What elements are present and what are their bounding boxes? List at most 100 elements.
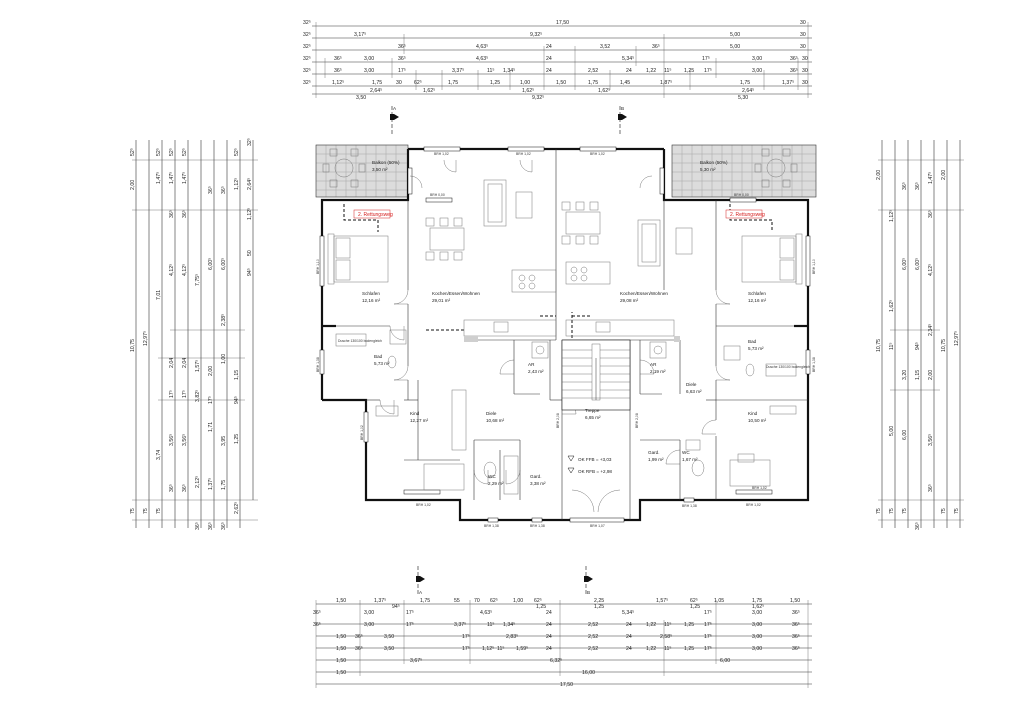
room-labels: Balkon (50%) 3,50 m² Balkon (50%) 5,30 m… [338,160,810,486]
brh-top-1: BRH 1,02 [516,152,531,156]
dim-bot-r5-15: 36⁵ [792,646,800,652]
dim-bot-r4-1: 36⁵ [355,634,363,640]
dim-top-r4-5: 24 [546,56,552,62]
dim-right-c2-4: 75 [889,508,895,514]
room-area-schlafen-left: 12,16 m² [362,298,381,303]
room-name-ar-left: AR [528,362,535,367]
dim-left-c5-5: 17⁵ [182,390,188,398]
dim-top-r6-13: 1,37⁵ [782,80,794,86]
room-area-gard-left: 3,38 m² [530,481,546,486]
dim-bot-r5-7: 24 [546,646,552,652]
window-labels: BRH 1,02 BRH 1,02 BRH 1,02 BRH 1,02 BRH … [316,152,816,528]
brh-bottom-3: BRH 1,07 [590,524,605,528]
dim-top-r3-0: 32⁵ [303,44,311,50]
dim-bot-r4-5: 24 [546,634,552,640]
dim-bot-r1-4: 70 [474,598,480,604]
level-marker-ffb: OK FFB = +3,03 [567,455,612,462]
dim-top-r5-6: 1,34⁵ [503,68,515,74]
dim-bot-r4-0: 1,50 [336,634,346,640]
right-dimension-chains: 2,00 10,75 75 1,12⁵ 1,62⁵ 11⁵ 5,00 75 36… [876,140,964,530]
dim-right-c2-3: 5,00 [889,426,895,436]
balcony-table-right [754,148,798,188]
dim-top-r2-3: 5,00 [730,32,740,38]
dim-top-r3-5: 36⁵ [652,44,660,50]
dim-bot-r5-14: 3,00 [752,646,762,652]
dim-right-c2-1: 1,62⁵ [889,300,895,312]
dim-top-r5-12: 1,25 [684,68,694,74]
dim-left-c4-2: 36⁵ [169,210,175,218]
dim-top-r1-0: 32⁵ [303,20,311,26]
dim-top-r4-7: 17⁵ [702,56,710,62]
dim-bot-r1-5: 62⁵ [490,598,498,604]
brh-side-0: BRH 1,10 [316,259,320,274]
room-area-bad-right: 5,73 m² [748,346,764,351]
dim-top-r3-4: 3,52 [600,44,610,50]
room-name-bad-right: Bad [748,339,757,344]
room-name-treppe: Treppe [585,408,600,413]
dim-bot-r4-9: 17⁵ [704,634,712,640]
dim-bot-r2-2: 17⁵ [406,610,414,616]
dim-top-r6-0: 32⁵ [303,80,311,86]
note-dusche-right: Dusche 130/100 bodengleich [766,365,810,369]
dim-bot-r1-9: 1,57⁵ [656,598,668,604]
dim-top-r5-14: 3,00 [752,68,762,74]
room-name-wc-left: WC [488,474,496,479]
dim-bot-r3-3: 3,37⁵ [454,622,466,628]
brh-balkon-0: BRH 0,00 [430,193,445,197]
dim-right-c4-2: 94⁵ [915,342,921,350]
dim-bot-r3-7: 2,52 [588,622,598,628]
dim-top-r2-1: 3,17⁵ [354,32,366,38]
dim-bot-r1-10: 62⁵ [690,598,698,604]
dim-top-r4-3: 36⁵ [398,56,406,62]
dim-top-r6b-3: 1,62⁵ [598,88,610,94]
note-rfb: OK RFB = +2,98 [578,469,612,474]
dim-right-c1-2: 75 [876,508,882,514]
room-name-gard-right: Gard. [648,450,660,455]
brh-bottom-2: BRH 1,38 [530,524,545,528]
dim-bot-r5-13: 17⁵ [704,646,712,652]
room-name-kind-left: Kind [410,411,420,416]
brh-side-2: BRH 1,38 [316,357,320,372]
dim-bot-r1-12: 1,75 [752,598,762,604]
brh-bottom-0: BRH 1,02 [416,503,431,507]
dim-top-r5-13: 17⁵ [704,68,712,74]
desk-left [375,405,465,491]
brh-top-3: BRH 1,02 [752,486,767,490]
dim-bot-r5-11: 11⁵ [664,646,672,652]
dim-top-r6-14: 30 [802,80,808,86]
dim-bot-r4-3: 17⁵ [462,634,470,640]
dim-top-r1-2: 30 [800,20,806,26]
left-dimension-chains: 52⁵ 2,00 10,75 75 12,97⁵ 75 52⁵ 1,47⁵ 7,… [130,138,258,530]
section-marker-b-bottom: B [584,566,593,596]
dim-top-r6b-0: 2,64⁵ [370,88,382,94]
dim-bot-r1b-4: 1,62⁵ [752,604,764,610]
dim-top-r4-1: 36⁵ [334,56,342,62]
dim-bot-r2-6: 17⁵ [704,610,712,616]
brh-stair-0: BRH 2,08 [556,413,560,428]
dim-right-c4-3: 1,15 [915,370,921,380]
dim-top-r5-3: 17⁵ [398,68,406,74]
dim-bot-r5-5: 11⁵ [497,646,505,652]
section-label-a-top: A [393,106,397,111]
room-area-kochen-left: 29,01 m² [432,298,451,303]
dim-top-r2-4: 30 [800,32,806,38]
dim-bot-r5-3: 17⁵ [462,646,470,652]
room-area-wc-left: 2,29 m² [488,481,504,486]
dim-bot-r2-0: 36⁵ [313,610,321,616]
dim-bot-r3-11: 1,25 [684,622,694,628]
dim-top-r6-8: 1,50 [556,80,566,86]
dim-left-c1-1: 2,00 [130,180,136,190]
dim-bot-r6-1: 3,67⁵ [410,658,422,664]
note-ffb: OK FFB = +3,03 [578,457,612,462]
dim-top-r6-2: 1,75 [372,80,382,86]
dining-table-right [561,201,601,245]
section-label-b-bottom: B [587,590,590,595]
brh-bottom-5: BRH 1,02 [746,503,761,507]
room-name-schlafen-left: Schlafen [362,291,380,296]
balcony-table-left [322,148,366,188]
dim-right-c6-2: 75 [941,508,947,514]
dim-bot-r5-12: 1,25 [684,646,694,652]
brh-bottom-4: BRH 1,38 [682,504,697,508]
dim-right-c2-0: 1,12⁵ [889,210,895,222]
dim-left-c7-3: 17⁵ [208,396,214,404]
